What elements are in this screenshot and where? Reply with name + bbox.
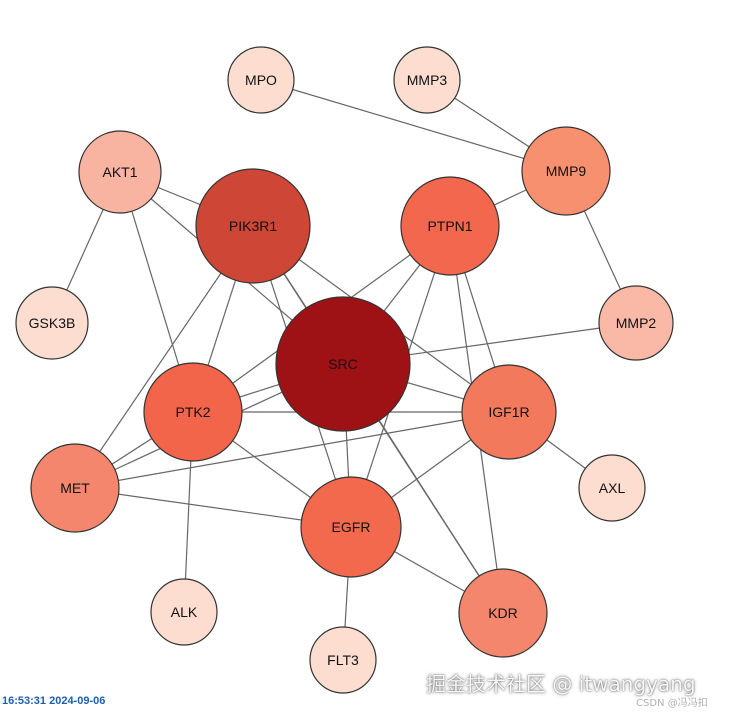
node-label-ptk2: PTK2 bbox=[175, 404, 210, 420]
node-circle-alk bbox=[150, 578, 218, 646]
node-circle-mpo bbox=[227, 46, 295, 114]
node-circle-mmp2 bbox=[598, 285, 674, 361]
node-mmp3: MMP3 bbox=[393, 46, 461, 114]
node-egfr: EGFR bbox=[300, 476, 402, 578]
edge-mpo-mmp9 bbox=[260, 79, 567, 172]
watermark-text: 掘金技术社区 @ itwangyang bbox=[426, 672, 696, 696]
node-src: SRC bbox=[275, 296, 411, 432]
node-met: MET bbox=[30, 443, 120, 533]
node-label-mmp2: MMP2 bbox=[616, 315, 657, 331]
node-circle-igf1r bbox=[461, 364, 557, 460]
node-label-gsk3b: GSK3B bbox=[29, 315, 76, 331]
node-circle-mmp3 bbox=[393, 46, 461, 114]
node-label-mmp3: MMP3 bbox=[407, 72, 448, 88]
node-kdr: KDR bbox=[458, 568, 548, 658]
node-alk: ALK bbox=[150, 578, 218, 646]
node-label-met: MET bbox=[60, 480, 90, 496]
node-pik3r1: PIK3R1 bbox=[195, 168, 311, 284]
node-label-egfr: EGFR bbox=[332, 519, 371, 535]
node-label-mmp9: MMP9 bbox=[546, 163, 587, 179]
node-label-mpo: MPO bbox=[245, 72, 277, 88]
node-circle-akt1 bbox=[78, 130, 162, 214]
node-circle-flt3 bbox=[309, 626, 377, 694]
node-circle-pik3r1 bbox=[195, 168, 311, 284]
node-label-akt1: AKT1 bbox=[102, 164, 137, 180]
node-circle-ptk2 bbox=[143, 362, 243, 462]
node-mmp2: MMP2 bbox=[598, 285, 674, 361]
node-circle-mmp9 bbox=[521, 126, 611, 216]
node-akt1: AKT1 bbox=[78, 130, 162, 214]
edge-igf1r-met bbox=[74, 411, 510, 489]
node-circle-axl bbox=[578, 454, 646, 522]
node-circle-src bbox=[275, 296, 411, 432]
node-ptpn1: PTPN1 bbox=[400, 176, 500, 276]
node-axl: AXL bbox=[578, 454, 646, 522]
csdn-mark: CSDN @冯冯扣 bbox=[636, 698, 708, 709]
node-ptk2: PTK2 bbox=[143, 362, 243, 462]
node-mmp9: MMP9 bbox=[521, 126, 611, 216]
node-label-igf1r: IGF1R bbox=[488, 404, 529, 420]
node-flt3: FLT3 bbox=[309, 626, 377, 694]
node-label-kdr: KDR bbox=[488, 605, 518, 621]
node-label-ptpn1: PTPN1 bbox=[427, 218, 472, 234]
node-circle-egfr bbox=[300, 476, 402, 578]
node-igf1r: IGF1R bbox=[461, 364, 557, 460]
node-circle-met bbox=[30, 443, 120, 533]
node-label-axl: AXL bbox=[599, 480, 626, 496]
node-label-src: SRC bbox=[328, 356, 358, 372]
node-label-flt3: FLT3 bbox=[327, 652, 359, 668]
timestamp: 16:53:31 2024-09-06 bbox=[2, 695, 106, 707]
node-label-pik3r1: PIK3R1 bbox=[229, 218, 277, 234]
node-circle-ptpn1 bbox=[400, 176, 500, 276]
node-gsk3b: GSK3B bbox=[15, 286, 89, 360]
node-mpo: MPO bbox=[227, 46, 295, 114]
node-circle-kdr bbox=[458, 568, 548, 658]
node-label-alk: ALK bbox=[171, 604, 198, 620]
node-circle-gsk3b bbox=[15, 286, 89, 360]
